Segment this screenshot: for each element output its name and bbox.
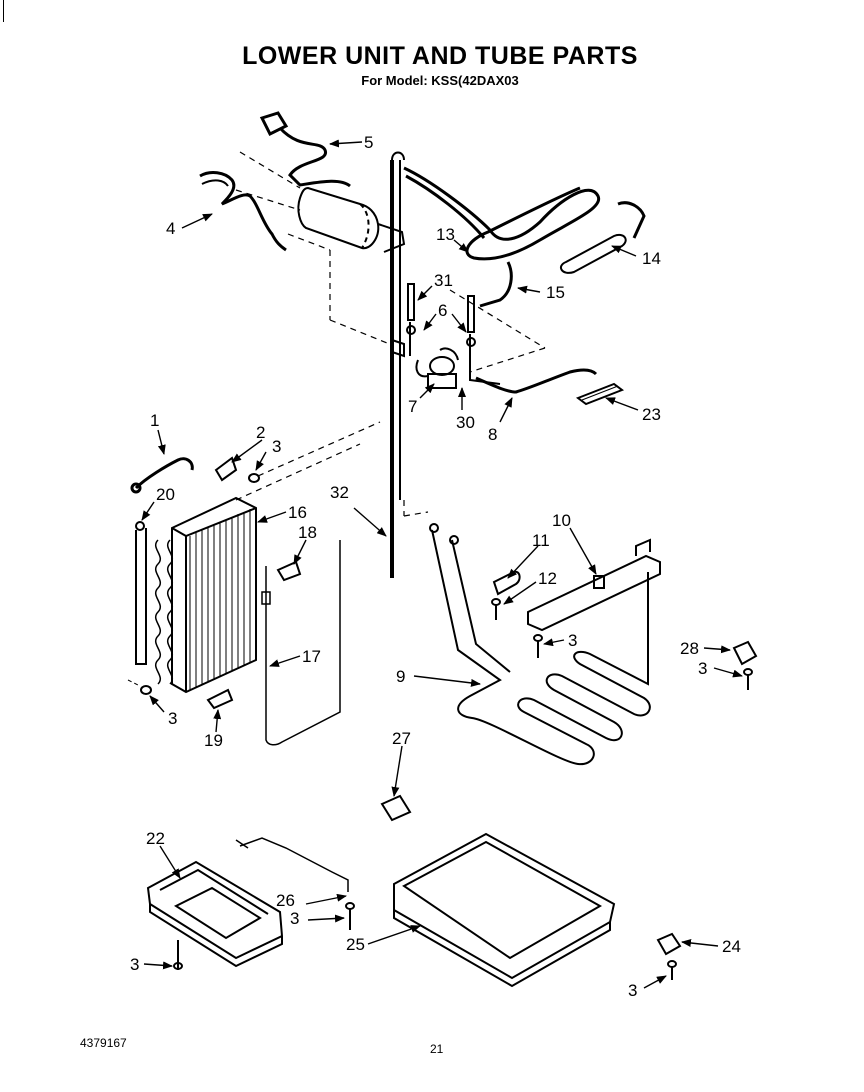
part-27-drain-tube [380,794,412,822]
callout-14: 14 [642,249,661,268]
callout-28: 28 [680,639,699,658]
part-3-screw-bracket [533,634,543,658]
callout-16: 16 [288,503,307,522]
callout-19: 19 [204,731,223,750]
callout-10: 10 [552,511,571,530]
part-28-clip [732,640,758,666]
part-14-tube [559,201,646,274]
part-16-condenser [155,496,257,694]
callout-1: 1 [150,411,159,430]
callout-13: 13 [436,225,455,244]
part-3-screw-left [127,679,152,695]
callout-3-pan: 3 [130,955,139,974]
part-18-clip [276,560,302,582]
callout-30: 30 [456,413,475,432]
drier-cylinder [297,186,406,253]
callout-18: 18 [298,523,317,542]
part-15-tube [479,261,513,308]
callout-26: 26 [276,891,295,910]
callout-3-right: 3 [698,659,707,678]
callout-2: 2 [256,423,265,442]
callout-17: 17 [302,647,321,666]
part-9-drain-heater [429,523,651,766]
part-23-clip [575,382,625,406]
part-2-bracket [214,456,238,482]
callout-labels: 5 4 13 14 15 31 6 7 30 8 23 1 2 3 20 16 … [130,133,741,1000]
part-24-clip [656,932,682,956]
part-4-tube [199,171,287,252]
part-13-serpentine-tube [403,166,601,261]
callout-3-wire: 3 [290,909,299,928]
leader-arrows [141,139,743,989]
callout-3-bracket: 3 [568,631,577,650]
callout-23: 23 [642,405,661,424]
callout-3-left: 3 [168,709,177,728]
callout-3-top: 3 [272,437,281,456]
part-25-large-pan [393,832,616,988]
part-3-screw-upper [248,473,260,483]
part-22-drain-pan [146,860,284,968]
callout-7: 7 [408,397,417,416]
document-number: 4379167 [80,1036,127,1050]
part-8-tube [475,368,598,394]
callout-12: 12 [538,569,557,588]
callout-6: 6 [438,301,447,320]
callout-4: 4 [166,219,175,238]
part-7-valve [415,347,459,389]
part-31-sensors [406,283,501,385]
alignment-lines-mid [235,421,429,517]
part-3-screw-pan [173,940,183,970]
callout-3-clip: 3 [628,981,637,1000]
part-3-screw-wire [345,902,355,930]
vertical-suction-tube [390,151,405,578]
callout-20: 20 [156,485,175,504]
model-subtitle: For Model: KSS(42DAX03 [361,73,519,88]
page-number: 21 [430,1042,444,1056]
part-1-cord [130,457,194,494]
callout-24: 24 [722,937,741,956]
callout-32: 32 [330,483,349,502]
callout-9: 9 [396,667,405,686]
callout-11: 11 [532,531,550,550]
alignment-lines-top [235,151,546,373]
part-17-wire-loop [261,540,341,746]
callout-5: 5 [364,133,373,152]
callout-15: 15 [546,283,565,302]
part-12-screw [491,598,501,620]
callout-22: 22 [146,829,165,848]
part-3-screw-right [743,668,753,690]
part-10-bracket [527,538,661,632]
callout-31: 31 [434,271,453,290]
callout-8: 8 [488,425,497,444]
scan-edge-mark [3,0,4,22]
callout-27: 27 [392,729,411,748]
part-19-clip [206,688,234,710]
part-3-screw-clip [667,960,677,980]
part-11-clamp [492,570,521,596]
part-20-rod [135,521,147,665]
part-26-wire [235,837,349,892]
diagram-title: LOWER UNIT AND TUBE PARTS [242,42,638,70]
callout-25: 25 [346,935,365,954]
part-5-tube-loop [259,111,351,188]
